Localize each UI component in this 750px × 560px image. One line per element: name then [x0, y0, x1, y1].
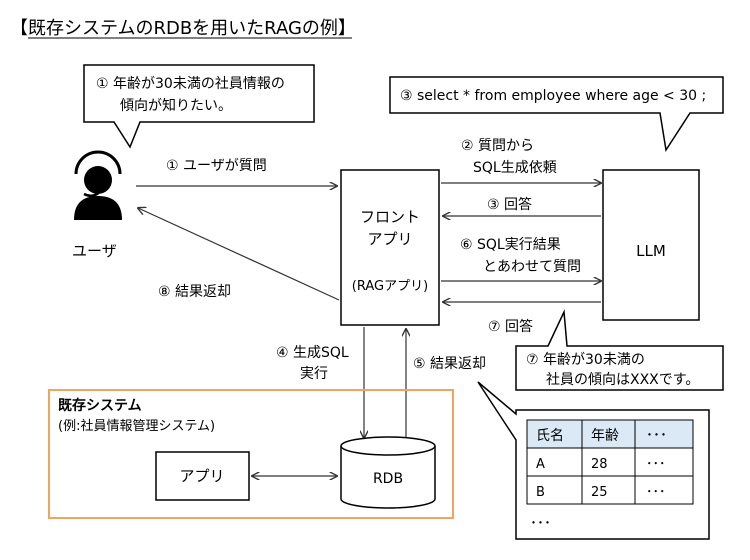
arrow-6-label-line2: とあわせて質問 — [483, 259, 581, 275]
table-cell: ･･･ — [646, 457, 666, 472]
user-need-line2: 傾向が知りたい。 — [120, 97, 232, 114]
existing-system-frame — [48, 389, 454, 519]
table-cell: 28 — [591, 457, 608, 472]
result-table-callout: 氏名 年齢 ･･･ A 28 ･･･ B 25 ･･･ ･･･ — [477, 381, 710, 540]
table-cell: A — [536, 457, 545, 472]
existing-app-label: アプリ — [179, 467, 224, 485]
table-cell: B — [536, 485, 545, 500]
result-table — [526, 419, 694, 505]
frontend-line3: (RAGアプリ) — [352, 279, 428, 294]
table-cell: ･･･ — [646, 485, 666, 500]
llm-box — [602, 169, 700, 321]
user-operator-icon — [74, 150, 122, 220]
arrow-1-label: ① ユーザが質問 — [166, 158, 267, 174]
arrow-7-label: ⑦ 回答 — [488, 318, 533, 335]
frontend-line1: フロント — [360, 208, 420, 226]
user-need-callout: ① 年齢が30未満の社員情報の 傾向が知りたい。 — [83, 64, 315, 149]
arrow-8-label: ⑧ 結果返却 — [158, 284, 231, 300]
arrow-4-label-line1: ④ 生成SQL — [276, 345, 349, 361]
arrow-3-label: ③ 回答 — [487, 196, 532, 213]
table-more-rows: ･･･ — [530, 516, 551, 532]
frontend-line2: アプリ — [367, 230, 412, 248]
arrow-2-label-line2: SQL生成依頼 — [473, 160, 557, 176]
table-header-name: 氏名 — [536, 428, 564, 444]
user-label: ユーザ — [72, 242, 117, 260]
table-header-age: 年齢 — [591, 428, 619, 444]
sql-callout-text: ③ select * from employee where age < 30 … — [400, 88, 706, 104]
answer-line2: 社員の傾向はXXXです。 — [546, 372, 699, 388]
arrow-4-label-line2: 実行 — [300, 366, 328, 382]
answer-callout: ⑦ 年齢が30未満の 社員の傾向はXXXです。 — [515, 309, 724, 391]
diagram-title: 【既存システムのRDBを用いたRAGの例】 — [10, 18, 356, 39]
rdb-cylinder — [340, 436, 436, 509]
existing-system-title: 既存システム — [58, 397, 142, 414]
llm-label: LLM — [636, 242, 666, 260]
table-header-fill — [527, 420, 693, 448]
answer-line1: ⑦ 年齢が30未満の — [526, 352, 645, 368]
rdb-label: RDB — [373, 471, 403, 487]
frontend-app-box — [340, 169, 440, 326]
user-need-line1: ① 年齢が30未満の社員情報の — [96, 76, 285, 92]
arrow-6-label-line1: ⑥ SQL実行結果 — [460, 237, 561, 253]
arrow-5-label: ⑤ 結果返却 — [413, 356, 486, 372]
existing-system-subtitle: (例:社員情報管理システム) — [58, 418, 215, 434]
sql-callout: ③ select * from employee where age < 30 … — [389, 76, 724, 153]
arrow-8-return — [138, 208, 340, 301]
arrow-2-label-line1: ② 質問から — [461, 138, 534, 154]
existing-app-box — [155, 451, 250, 501]
table-cell: 25 — [591, 485, 608, 500]
table-header-more: ･･･ — [646, 428, 667, 444]
